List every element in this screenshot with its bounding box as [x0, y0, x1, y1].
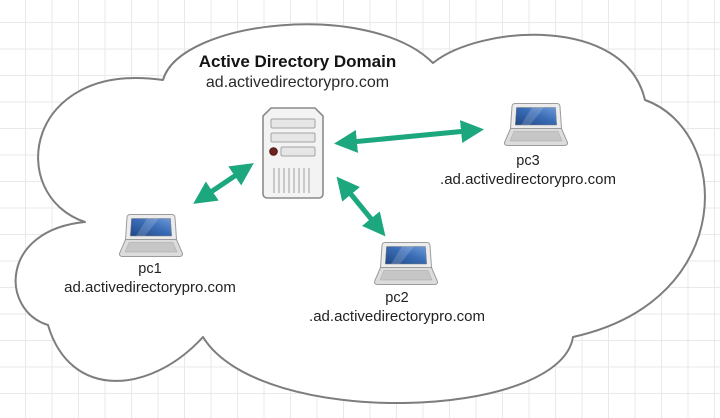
server-tower-icon [262, 107, 324, 199]
domain-title-text: Active Directory Domain [198, 52, 397, 71]
pc3-name: pc3 [516, 153, 540, 169]
node-pc3-label: pc3 .ad.activedirectorypro.com [408, 153, 648, 189]
node-pc2 [372, 241, 440, 291]
domain-name-text: ad.activedirectorypro.com [205, 73, 390, 91]
domain-title: Active Directory Domain ad.activedirecto… [170, 52, 425, 92]
node-pc1 [117, 213, 185, 263]
laptop-icon [503, 103, 569, 146]
server-vent-grille [273, 168, 310, 193]
arrow-server-pc2 [336, 176, 386, 237]
pc1-domain: ad.activedirectorypro.com [64, 278, 236, 296]
node-pc1-label: pc1 ad.activedirectorypro.com [30, 261, 270, 297]
laptop-icon [118, 214, 184, 257]
laptop-icon [373, 242, 439, 285]
arrow-server-pc1 [193, 163, 254, 204]
pc2-domain: .ad.activedirectorypro.com [309, 307, 485, 325]
node-pc2-label: pc2 .ad.activedirectorypro.com [277, 290, 517, 326]
node-server [257, 106, 329, 200]
arrow-server-pc3 [334, 120, 484, 153]
pc2-name: pc2 [385, 290, 409, 306]
pc1-name: pc1 [138, 261, 162, 277]
node-pc3 [502, 102, 570, 152]
pc3-domain: .ad.activedirectorypro.com [440, 170, 616, 188]
server-power-led [269, 147, 278, 156]
